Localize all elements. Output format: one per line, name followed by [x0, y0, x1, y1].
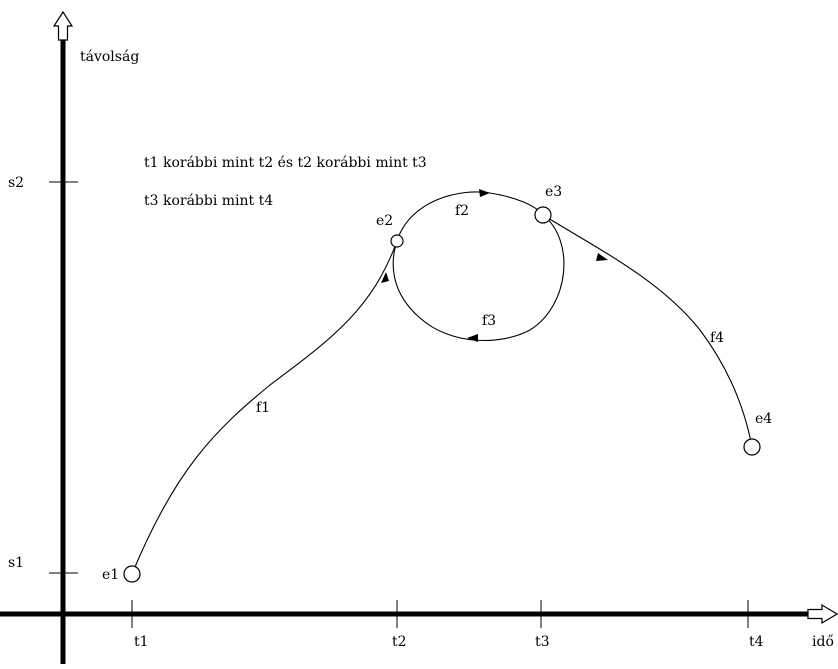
edge-label-f1: f1: [256, 400, 270, 416]
y-tick-label-s1: s1: [8, 555, 24, 571]
node-e4: [743, 438, 761, 456]
edge-f4: [542, 214, 753, 448]
edge-f2: [396, 191, 544, 242]
x-tick-label-t2: t2: [392, 634, 407, 650]
note-line-1: t1 korábbi mint t2 és t2 korábbi mint t3: [144, 155, 427, 171]
edge-f4-arrow-icon: [596, 253, 608, 261]
y-axis-label: távolság: [80, 49, 139, 65]
edge-f3: [392, 214, 565, 342]
node-e2: [390, 234, 404, 248]
node-label-e3: e3: [545, 184, 562, 200]
edge-f3-arrow-icon: [467, 334, 478, 342]
edge-label-f3: f3: [482, 313, 496, 329]
edge-f1-arrow-icon: [381, 272, 389, 283]
y-axis-arrow-icon: [52, 10, 74, 41]
x-axis-arrow-icon: [807, 603, 838, 625]
y-tick-label-s2: s2: [8, 175, 24, 191]
note-line-2: t3 korábbi mint t4: [144, 193, 273, 209]
x-axis-label: idő: [812, 634, 834, 650]
edge-label-f4: f4: [710, 330, 724, 346]
node-e3: [534, 206, 552, 224]
edge-f1: [131, 240, 398, 575]
node-label-e1: e1: [102, 567, 119, 583]
x-tick-label-t1: t1: [134, 634, 149, 650]
x-tick-label-t3: t3: [535, 634, 550, 650]
edge-f2-arrow-icon: [479, 189, 490, 197]
node-label-e4: e4: [755, 411, 772, 427]
edge-label-f2: f2: [455, 203, 469, 219]
node-label-e2: e2: [376, 213, 393, 229]
node-e1: [123, 565, 141, 583]
x-tick-label-t4: t4: [749, 634, 764, 650]
